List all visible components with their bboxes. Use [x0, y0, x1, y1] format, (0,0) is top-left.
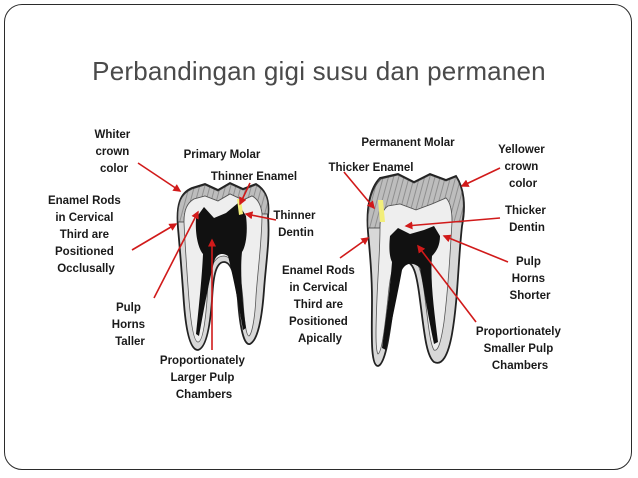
label-yellower-crown: Yellower crown color: [498, 144, 548, 190]
permanent-molar-heading: Permanent Molar: [361, 137, 455, 149]
primary-molar-heading: Primary Molar: [184, 149, 261, 161]
label-thicker-enamel: Thicker Enamel: [328, 162, 413, 174]
arrow-thinner-dentin: [244, 211, 277, 221]
label-thinner-dentin: Thinner Dentin: [273, 210, 318, 239]
arrow-enamel-rods-occlusal: [131, 223, 178, 251]
permanent-molar-illustration: [366, 173, 465, 367]
arrow-thicker-dentin: [404, 217, 501, 230]
arrow-yellower-crown: [460, 167, 501, 187]
label-smaller-pulp: Proportionately Smaller Pulp Chambers: [476, 326, 564, 372]
primary-labels: Primary Molar Whiter crown color Thinner…: [48, 129, 318, 401]
arrow-whiter-crown: [137, 162, 182, 192]
slide-frame: [4, 4, 632, 470]
label-pulp-horns-shorter: Pulp Horns Shorter: [510, 256, 551, 302]
label-thicker-dentin: Thicker Dentin: [505, 205, 549, 234]
permanent-labels: Permanent Molar Thicker Enamel Yellower …: [282, 137, 564, 372]
permanent-enamel-rod-highlight: [378, 200, 385, 222]
pointer-arrows: [131, 162, 509, 350]
label-enamel-rods-occlusal: Enamel Rods in Cervical Third are Positi…: [48, 195, 124, 275]
arrow-thinner-enamel: [239, 182, 251, 206]
label-thinner-enamel: Thinner Enamel: [211, 171, 297, 183]
arrow-smaller-pulp: [417, 244, 477, 323]
arrow-pulp-horns-shorter: [442, 234, 509, 263]
arrow-thicker-enamel: [343, 171, 375, 210]
arrow-enamel-rods-apical: [339, 237, 370, 259]
label-pulp-horns-taller: Pulp Horns Taller: [112, 302, 148, 348]
primary-molar-illustration: [176, 181, 270, 351]
primary-pulp: [195, 203, 247, 336]
label-whiter-crown: Whiter crown color: [95, 129, 134, 175]
label-larger-pulp: Proportionately Larger Pulp Chambers: [160, 355, 248, 401]
slide-title: Perbandingan gigi susu dan permanen: [92, 56, 546, 86]
arrow-pulp-horns-taller: [153, 210, 199, 299]
label-enamel-rods-apical: Enamel Rods in Cervical Third are Positi…: [282, 265, 358, 345]
